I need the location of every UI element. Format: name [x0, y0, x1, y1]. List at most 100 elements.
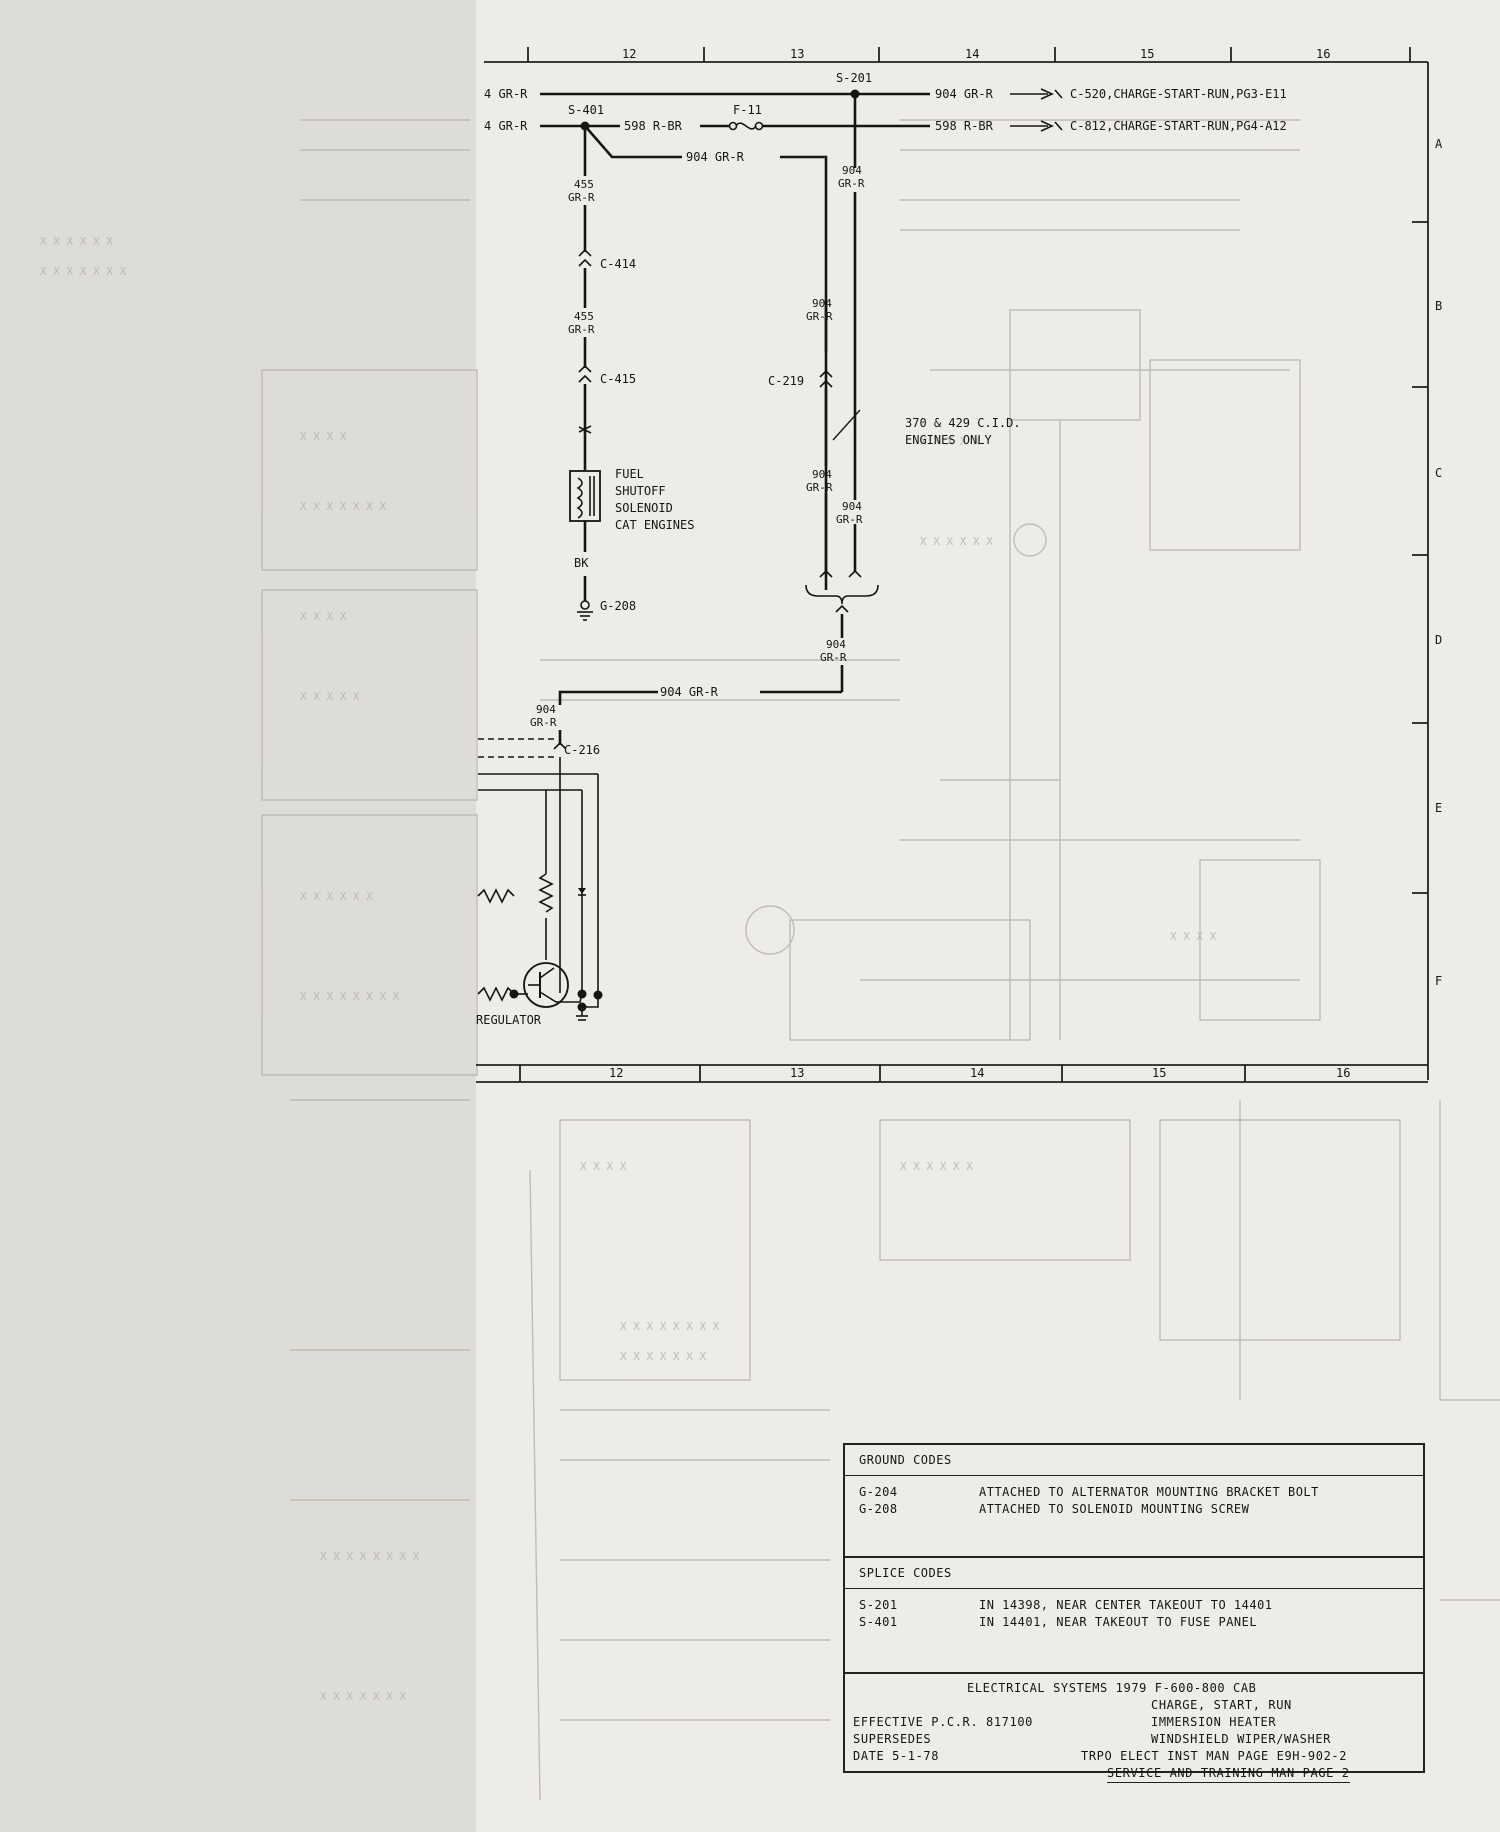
drawing-title: ELECTRICAL SYSTEMS 1979 F-600-800 CAB	[967, 1681, 1257, 1695]
wire-color-label: BK	[574, 556, 589, 570]
svg-text:X X X X X X X: X X X X X X X	[620, 1350, 706, 1363]
wire-label: GR-R	[820, 651, 847, 664]
svg-text:X X X X X X X X: X X X X X X X X	[300, 990, 400, 1003]
grid-col-top: 12	[622, 47, 636, 61]
grid-row: E	[1435, 801, 1442, 815]
regulator-circuit	[477, 738, 603, 1021]
codes-title-block: GROUND CODES G-204 ATTACHED TO ALTERNATO…	[843, 1443, 1425, 1783]
harness-bracket-icon	[805, 584, 879, 605]
grid-row: C	[1435, 466, 1442, 480]
grid-col-top: 14	[965, 47, 979, 61]
wire-label: 904	[842, 164, 862, 177]
wire-label: GR-R	[838, 177, 865, 190]
grid-row: A	[1435, 137, 1443, 151]
diode-icon	[578, 888, 586, 894]
svg-text:X X X X X X X X: X X X X X X X X	[620, 1320, 720, 1333]
ground-code-row: G-208 ATTACHED TO SOLENOID MOUNTING SCRE…	[845, 1501, 1423, 1518]
wire-label: GR-R	[806, 310, 833, 323]
wire-label: 4 GR-R	[484, 87, 528, 101]
wire-label: 904	[812, 297, 832, 310]
wire-label: 598 R-BR	[935, 119, 994, 133]
svg-text:X X X X X: X X X X X	[300, 690, 360, 703]
drawing-subtitle: CHARGE, START, RUN	[1151, 1698, 1292, 1712]
drawing-subtitle: WINDSHIELD WIPER/WASHER	[1151, 1732, 1331, 1746]
splice-code-id: S-201	[859, 1598, 898, 1612]
note-label: ENGINES ONLY	[905, 433, 992, 447]
svg-text:X X X X X X X X: X X X X X X X X	[320, 1550, 420, 1563]
grid-row: D	[1435, 633, 1442, 647]
component-label: SOLENOID	[615, 501, 673, 515]
svg-text:X X X X: X X X X	[1170, 930, 1217, 943]
wire-label: 904 GR-R	[660, 685, 719, 699]
svg-text:X X X X X X: X X X X X X	[40, 235, 113, 248]
adjacent-page	[0, 0, 476, 1832]
ground-codes-heading: GROUND CODES	[859, 1453, 952, 1467]
grid-row: F	[1435, 974, 1442, 988]
component-label: SHUTOFF	[615, 484, 666, 498]
svg-text:X X X X X: X X X X X	[920, 435, 980, 448]
splice-codes-section: SPLICE CODES S-201 IN 14398, NEAR CENTER…	[845, 1558, 1423, 1674]
destination-label: C-812,CHARGE-START-RUN,PG4-A12	[1070, 119, 1287, 133]
component-label: FUEL	[615, 467, 644, 481]
ground-code-row: G-204 ATTACHED TO ALTERNATOR MOUNTING BR…	[845, 1484, 1423, 1501]
wire-label: 904	[826, 638, 846, 651]
splice-code-desc: IN 14398, NEAR CENTER TAKEOUT TO 14401	[979, 1598, 1273, 1612]
grid-row: B	[1435, 299, 1442, 313]
splice-label-s401: S-401	[568, 103, 604, 117]
fuel-solenoid-icon	[569, 470, 601, 601]
svg-text:X X X X X X X: X X X X X X X	[320, 1690, 406, 1703]
schematic-page	[476, 0, 1500, 1832]
wire-label: 904	[842, 500, 862, 513]
grid-col-bottom: 15	[1152, 1066, 1166, 1080]
ground-label: G-208	[600, 599, 636, 613]
destination-label: C-520,CHARGE-START-RUN,PG3-E11	[1070, 87, 1287, 101]
wire-label: GR-R	[568, 191, 595, 204]
svg-text:X X X X X X: X X X X X X	[920, 535, 993, 548]
connector-label: C-414	[600, 257, 636, 271]
wire-label: GR-R	[806, 481, 833, 494]
ground-code-desc: ATTACHED TO ALTERNATOR MOUNTING BRACKET …	[979, 1485, 1319, 1499]
service-page: SERVICE AND TRAINING MAN PAGE 2	[1107, 1765, 1350, 1783]
wire-label: 455	[574, 310, 594, 323]
connector-label: C-219	[768, 374, 804, 388]
grid-col-top: 16	[1316, 47, 1330, 61]
ground-codes-section: GROUND CODES G-204 ATTACHED TO ALTERNATO…	[845, 1445, 1423, 1558]
top-grid-frame	[476, 47, 1429, 1083]
grid-col-top: 13	[790, 47, 804, 61]
wire-label: 4 GR-R	[484, 119, 528, 133]
ground-code-desc: ATTACHED TO SOLENOID MOUNTING SCREW	[979, 1502, 1250, 1516]
wire-label: 904 GR-R	[686, 150, 745, 164]
fuse-label: F-11	[733, 103, 762, 117]
title-section: ELECTRICAL SYSTEMS 1979 F-600-800 CAB CH…	[845, 1674, 1423, 1783]
supersedes: SUPERSEDES	[853, 1732, 932, 1746]
wire-904-vertical	[553, 94, 879, 750]
resistor-icon	[538, 873, 554, 913]
wire-label: GR-R	[530, 716, 557, 729]
connector-label: C-216	[564, 743, 600, 757]
wire-label: 598 R-BR	[624, 119, 683, 133]
component-label: REGULATOR	[476, 1013, 542, 1027]
resistor-icon	[477, 888, 515, 904]
splice-code-desc: IN 14401, NEAR TAKEOUT TO FUSE PANEL	[979, 1615, 1258, 1629]
grid-col-bottom: 14	[970, 1066, 984, 1080]
effective-pcr: EFFECTIVE P.C.R. 817100	[853, 1715, 1033, 1729]
svg-text:X X X X: X X X X	[300, 430, 347, 443]
splice-code-id: S-401	[859, 1615, 898, 1629]
grid-col-bottom: 13	[790, 1066, 804, 1080]
splice-codes-heading: SPLICE CODES	[859, 1566, 952, 1580]
wire-label: GR-R	[568, 323, 595, 336]
date: DATE 5-1-78	[853, 1749, 940, 1763]
ground-code-id: G-204	[859, 1485, 898, 1499]
transistor-icon	[523, 962, 569, 1008]
grid-col-bottom: 16	[1336, 1066, 1350, 1080]
wire-label: 904	[812, 468, 832, 481]
ground-code-id: G-208	[859, 1502, 898, 1516]
grid-col-bottom: 12	[609, 1066, 623, 1080]
splice-code-row: S-201 IN 14398, NEAR CENTER TAKEOUT TO 1…	[845, 1597, 1423, 1614]
svg-text:X X X X X X X: X X X X X X X	[300, 500, 386, 513]
splice-code-row: S-401 IN 14401, NEAR TAKEOUT TO FUSE PAN…	[845, 1614, 1423, 1631]
splice-label-s201: S-201	[836, 71, 872, 85]
